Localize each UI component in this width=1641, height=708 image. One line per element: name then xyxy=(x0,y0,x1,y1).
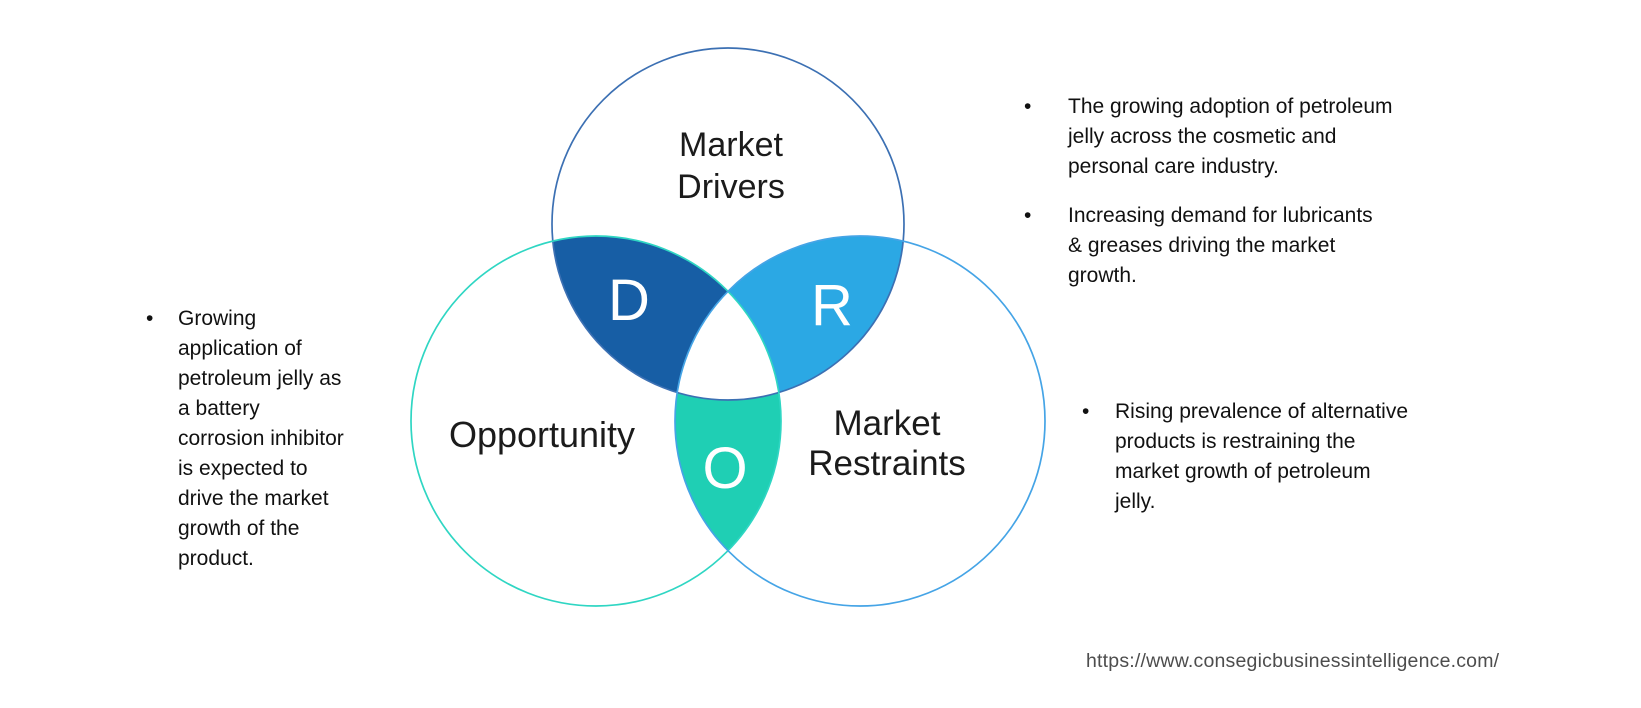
bullet-dot: • xyxy=(1024,204,1032,227)
drivers-restraints-lens xyxy=(675,236,904,400)
list-item: • Rising prevalence of alternative produ… xyxy=(1078,397,1498,517)
opportunity-lens-letter: O xyxy=(702,436,748,501)
drivers-circle-outline xyxy=(551,47,905,401)
list-item: • The growing adoption of petroleum jell… xyxy=(1018,92,1468,182)
bullet-dot: • xyxy=(146,307,154,330)
opportunity-label: Opportunity xyxy=(448,414,636,455)
opportunity-notes: • Growing application of petroleum jelly… xyxy=(140,304,410,574)
drivers-opportunity-lens xyxy=(552,236,781,400)
restraints-circle-outline xyxy=(674,235,1046,607)
opportunity-note-text: Growing application of petroleum jelly a… xyxy=(178,307,344,570)
drivers-notes: • The growing adoption of petroleum jell… xyxy=(1018,92,1468,291)
restraints-note-text: Rising prevalence of alternative product… xyxy=(1115,400,1408,513)
list-item: • Growing application of petroleum jelly… xyxy=(140,304,410,574)
drivers-note-text-2: Increasing demand for lubricants & greas… xyxy=(1068,204,1373,287)
bullet-dot: • xyxy=(1082,400,1090,423)
drivers-lens-letter: D xyxy=(608,268,650,333)
source-url: https://www.consegicbusinessintelligence… xyxy=(1086,650,1500,672)
restraints-lens-letter: R xyxy=(811,273,853,338)
restraints-notes: • Rising prevalence of alternative produ… xyxy=(1078,397,1498,517)
list-item: • Increasing demand for lubricants & gre… xyxy=(1018,201,1468,291)
drivers-note-text-1: The growing adoption of petroleum jelly … xyxy=(1068,95,1393,178)
bullet-dot: • xyxy=(1024,95,1032,118)
market-drivers-label: Market Drivers xyxy=(677,126,785,206)
market-restraints-label: Market Restraints xyxy=(808,404,966,483)
opportunity-circle-outline xyxy=(410,235,782,607)
